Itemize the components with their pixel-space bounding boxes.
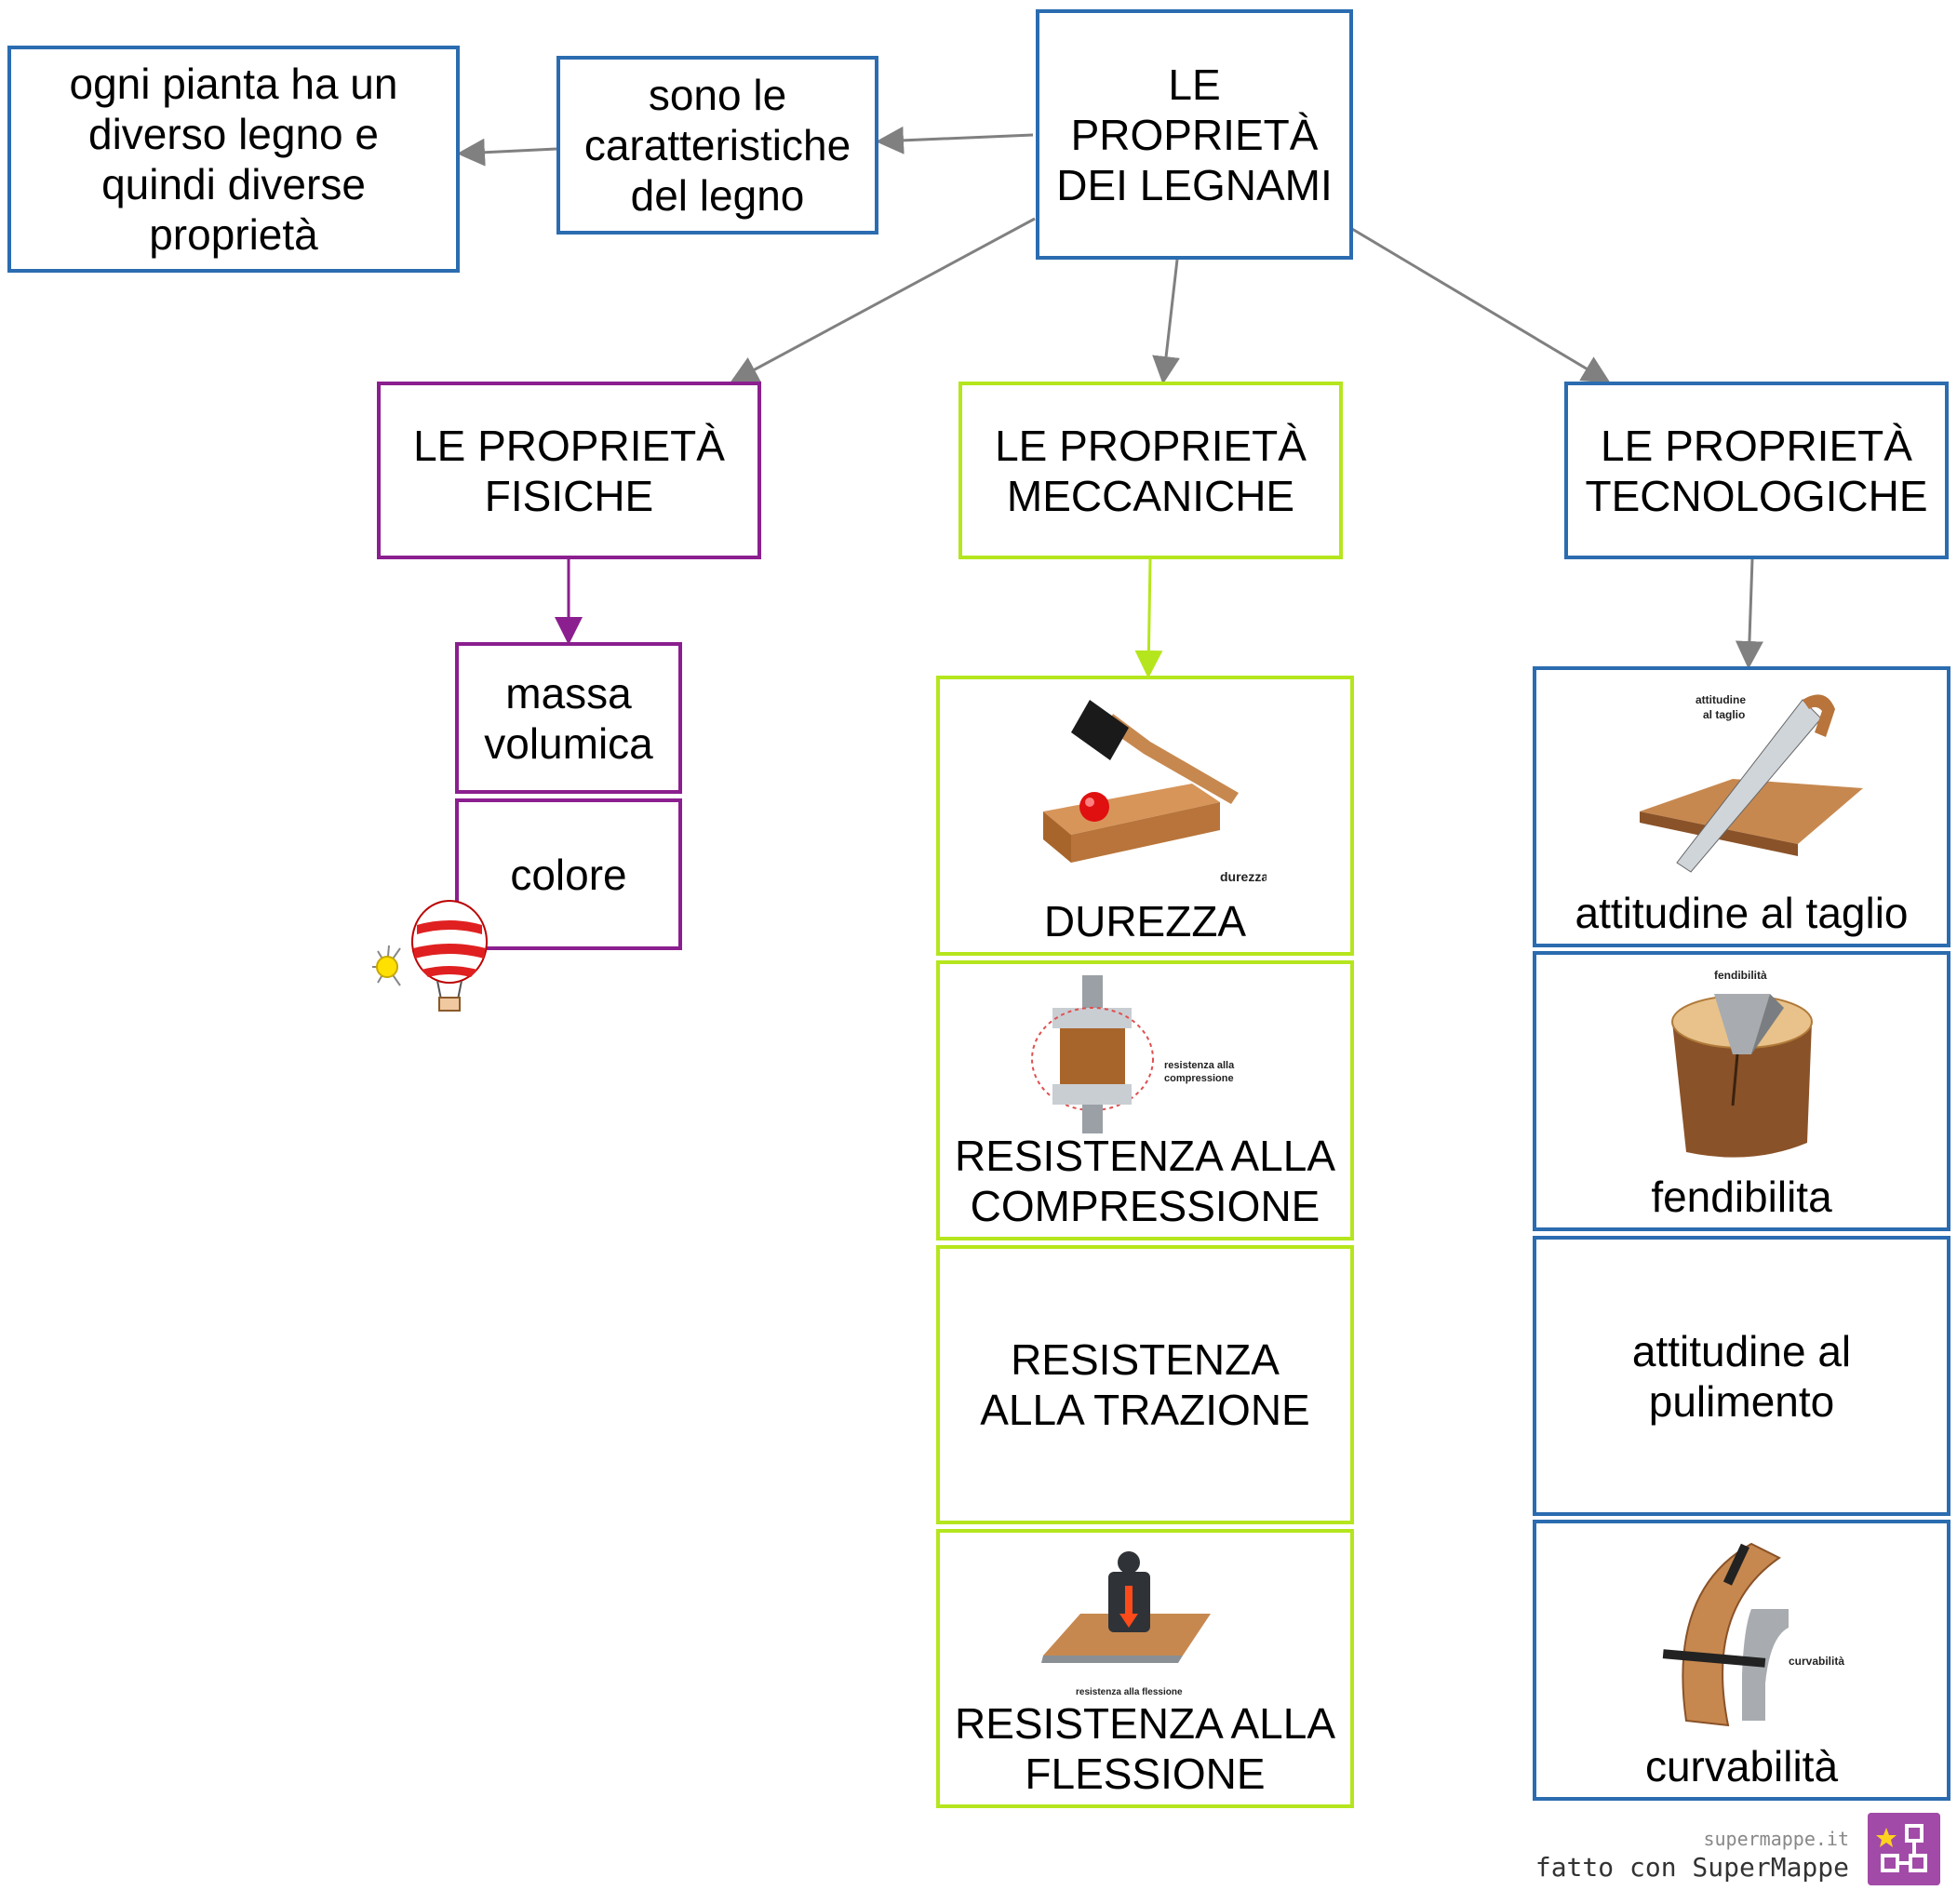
hammer-wood-icon: durezza xyxy=(1042,700,1267,884)
massa-volumica-label: massa volumica xyxy=(484,668,653,768)
colore-node[interactable]: colore xyxy=(455,798,682,950)
compressione-label: RESISTENZA ALLA COMPRESSIONE xyxy=(954,1132,1336,1230)
flessione-caption: resistenza alla flessione xyxy=(1076,1687,1183,1697)
fendibilita-node[interactable]: fendibilità fendibilita xyxy=(1533,951,1950,1231)
compressione-caption-1: resistenza alla xyxy=(1164,1060,1235,1071)
pulimento-node[interactable]: attitudine al pulimento xyxy=(1533,1236,1950,1516)
arrow-meccaniche-to-durezza xyxy=(1134,558,1163,678)
ogni-pianta-node[interactable]: ogni pianta ha un diverso legno e quindi… xyxy=(7,46,460,273)
caratteristiche-label: sono le caratteristiche del legno xyxy=(583,71,851,220)
taglio-label: attitudine al taglio xyxy=(1575,889,1909,937)
colore-label: colore xyxy=(510,850,627,899)
footer-branding: supermappe.it fatto con SuperMappe xyxy=(1535,1811,1940,1895)
curvabilita-node[interactable]: curvabilità curvabilità xyxy=(1533,1520,1950,1801)
arrow-root-to-caratteristiche xyxy=(876,126,1034,154)
fendibilita-label: fendibilita xyxy=(1651,1173,1832,1221)
ogni-pianta-label: ogni pianta ha un diverso legno e quindi… xyxy=(69,60,398,259)
footer-made-with: fatto con SuperMappe xyxy=(1535,1852,1849,1883)
arrow-root-to-tecnologiche xyxy=(1351,227,1611,383)
taglio-caption-1: attitudine xyxy=(1696,693,1746,706)
saw-cut-icon: attitudine al taglio xyxy=(1639,693,1863,873)
meccaniche-label: LE PROPRIETÀ MECCANICHE xyxy=(995,421,1307,520)
taglio-caption-2: al taglio xyxy=(1703,708,1745,721)
massa-volumica-node[interactable]: massa volumica xyxy=(455,642,682,794)
caratteristiche-node[interactable]: sono le caratteristiche del legno xyxy=(556,56,878,235)
hot-air-balloon-icon xyxy=(372,900,488,1012)
bent-wood-icon: curvabilità xyxy=(1662,1542,1844,1727)
trazione-node[interactable]: RESISTENZA ALLA TRAZIONE xyxy=(936,1245,1354,1524)
flessione-label: RESISTENZA ALLA FLESSIONE xyxy=(954,1699,1336,1798)
durezza-label: DUREZZA xyxy=(1043,897,1247,945)
taglio-node[interactable]: attitudine al taglio attitudine al tagli… xyxy=(1533,666,1950,947)
meccaniche-node[interactable]: LE PROPRIETÀ MECCANICHE xyxy=(958,382,1343,559)
arrow-tecnologiche-to-taglio xyxy=(1735,558,1763,669)
fendibilita-caption: fendibilità xyxy=(1714,969,1767,982)
pulimento-label: attitudine al pulimento xyxy=(1631,1326,1852,1426)
fisiche-label: LE PROPRIETÀ FISICHE xyxy=(413,421,725,520)
arrow-root-to-meccaniche xyxy=(1152,259,1180,384)
compression-press-icon: resistenza alla compressione xyxy=(1030,975,1235,1133)
flexion-weight-icon: resistenza alla flessione xyxy=(1040,1551,1211,1697)
fisiche-node[interactable]: LE PROPRIETÀ FISICHE xyxy=(377,382,761,559)
split-log-icon: fendibilità xyxy=(1670,969,1813,1158)
tecnologiche-node[interactable]: LE PROPRIETÀ TECNOLOGICHE xyxy=(1564,382,1949,559)
compressione-caption-2: compressione xyxy=(1164,1073,1234,1084)
footer-site: supermappe.it xyxy=(1703,1828,1849,1850)
supermappe-logo-icon xyxy=(1868,1813,1940,1885)
durezza-caption: durezza xyxy=(1220,869,1267,884)
tecnologiche-label: LE PROPRIETÀ TECNOLOGICHE xyxy=(1585,421,1928,520)
root-node[interactable]: LE PROPRIETÀ DEI LEGNAMI xyxy=(1036,9,1353,260)
root-label: LE PROPRIETÀ DEI LEGNAMI xyxy=(1056,60,1333,209)
arrow-root-to-fisiche xyxy=(730,217,1036,383)
curvabilita-label: curvabilità xyxy=(1644,1742,1839,1790)
compressione-node[interactable]: resistenza alla compressione RESISTENZA … xyxy=(936,960,1354,1240)
arrow-caratteristiche-to-ogni-pianta xyxy=(457,138,557,167)
curvabilita-caption: curvabilità xyxy=(1789,1655,1844,1668)
durezza-node[interactable]: durezza DUREZZA xyxy=(936,676,1354,956)
flessione-node[interactable]: resistenza alla flessione RESISTENZA ALL… xyxy=(936,1529,1354,1808)
trazione-label: RESISTENZA ALLA TRAZIONE xyxy=(980,1335,1310,1434)
